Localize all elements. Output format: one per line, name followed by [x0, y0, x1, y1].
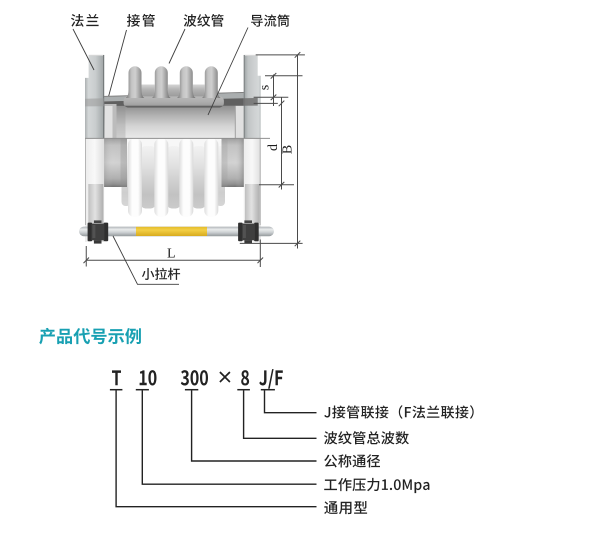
- svg-text:d: d: [266, 144, 281, 151]
- svg-text:s: s: [258, 85, 273, 90]
- svg-text:L: L: [167, 247, 176, 262]
- svg-text:B: B: [281, 145, 296, 154]
